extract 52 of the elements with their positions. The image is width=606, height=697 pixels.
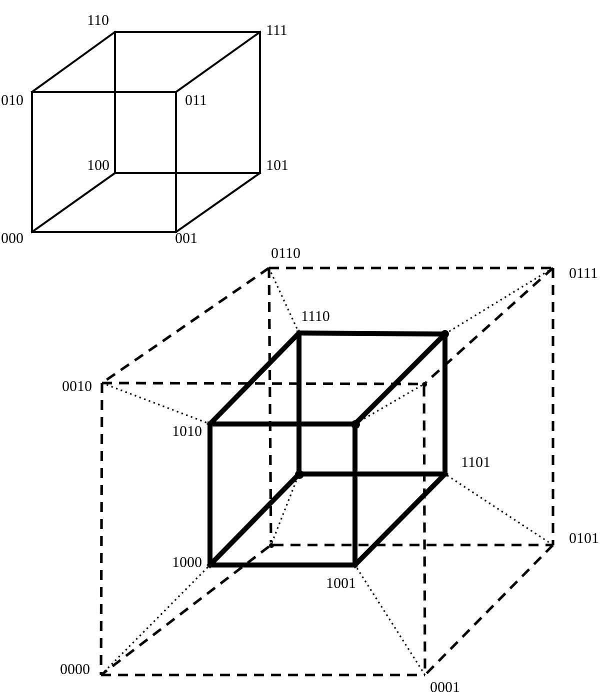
vertex-label: 1001	[326, 577, 356, 592]
vertex-label: 101	[266, 159, 288, 174]
vertex-dot	[422, 382, 426, 386]
dotted-line	[354, 564, 426, 676]
dashed-line	[424, 544, 554, 676]
vertex-label: 0111	[569, 267, 598, 282]
solid-line	[114, 172, 261, 174]
solid-line	[175, 31, 261, 93]
vertex-label: 011	[185, 94, 207, 109]
dashed-line	[100, 545, 270, 676]
dotted-line	[358, 384, 422, 422]
thick-line	[208, 474, 298, 568]
vertex-label: 0110	[271, 247, 300, 262]
dotted-line	[271, 478, 298, 543]
solid-line	[31, 172, 116, 233]
vertex-label: 1110	[301, 310, 330, 325]
solid-line	[31, 231, 177, 233]
dashed-line	[269, 266, 553, 270]
solid-line	[31, 91, 33, 233]
solid-line	[114, 31, 116, 174]
vertex-label: 1010	[172, 425, 202, 440]
solid-line	[31, 31, 116, 93]
dashed-line	[274, 544, 553, 546]
dashed-line	[100, 383, 104, 675]
thick-line	[352, 472, 448, 568]
dashed-line	[268, 268, 272, 542]
vertex-label: 100	[87, 159, 110, 174]
thick-line	[356, 334, 445, 424]
dashed-line	[101, 674, 425, 676]
vertex-label: 111	[266, 24, 288, 39]
solid-line	[114, 31, 261, 33]
vertex-dot	[268, 542, 274, 548]
vertex-label: 0010	[62, 380, 92, 395]
vertex-label: 1000	[172, 556, 202, 571]
thick-line	[208, 330, 302, 426]
thick-line	[296, 330, 302, 472]
dashed-line	[552, 268, 554, 545]
dashed-line	[425, 267, 554, 384]
vertex-label: 0101	[569, 532, 599, 547]
vertex-label: 110	[87, 14, 109, 29]
solid-line	[31, 91, 177, 93]
vertex-label: 1101	[461, 456, 490, 471]
solid-line	[175, 172, 261, 233]
solid-line	[259, 31, 261, 174]
vertex-label: 000	[1, 232, 24, 247]
vertex-label: 0000	[60, 663, 90, 678]
dotted-line	[448, 267, 554, 333]
solid-line	[175, 91, 177, 233]
vertex-label: 0001	[430, 681, 460, 696]
vertex-label: 010	[1, 94, 24, 109]
vertex-label: 001	[175, 232, 198, 247]
dotted-line	[444, 473, 554, 546]
